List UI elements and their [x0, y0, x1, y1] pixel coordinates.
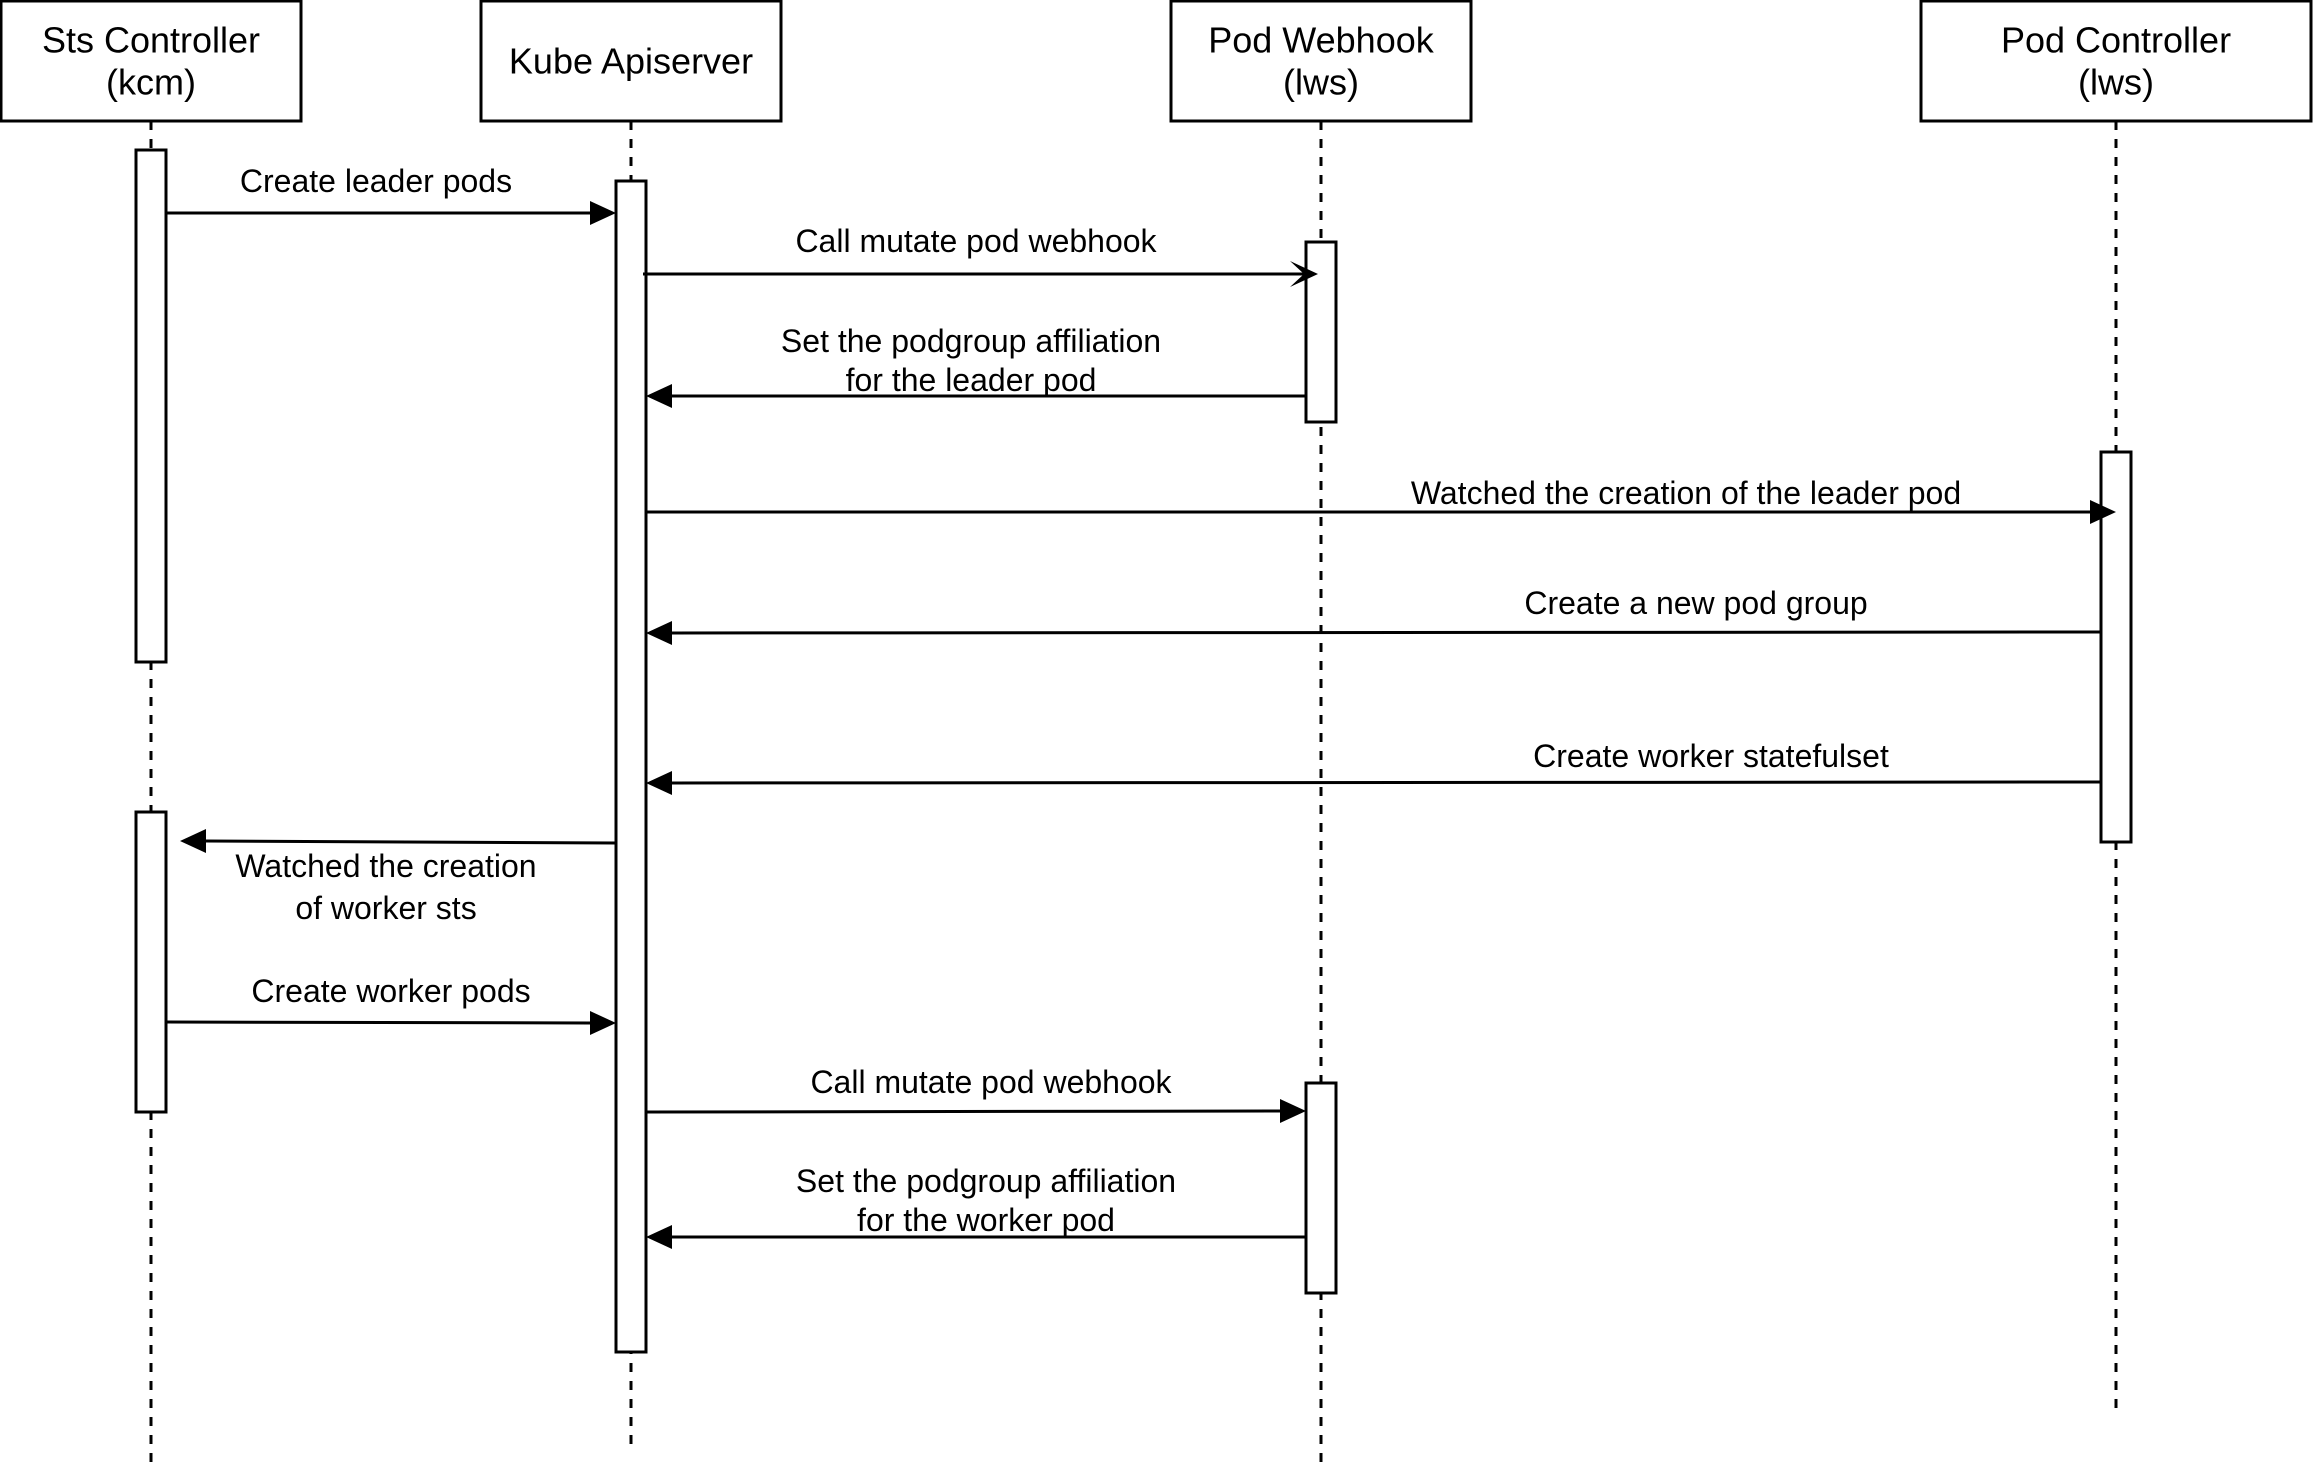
- arrow-head: [646, 771, 672, 795]
- message-label: Set the podgroup affiliation: [781, 323, 1161, 359]
- participant-label: Kube Apiserver: [509, 41, 753, 82]
- message-line: [165, 1020, 591, 1025]
- participant-box: [1919, 0, 2313, 123]
- participant-podctrl: Pod Controller(lws): [1919, 0, 2313, 123]
- message-label: Call mutate pod webhook: [795, 223, 1157, 259]
- arrow-head: [646, 1225, 672, 1249]
- arrow-head: [180, 829, 206, 853]
- message-label: Call mutate pod webhook: [810, 1064, 1172, 1100]
- activation-bar-podctrl: [2099, 450, 2133, 844]
- message-label: Set the podgroup affiliation: [796, 1163, 1176, 1199]
- participant-box: [1169, 0, 1473, 123]
- arrow-head: [1290, 261, 1318, 287]
- activation-bar-webhook: [1304, 1081, 1338, 1295]
- message-line: [671, 780, 2102, 785]
- message-label: Watched the creation: [235, 848, 536, 884]
- participant-label: (lws): [1283, 62, 1359, 103]
- message-label: of worker sts: [295, 890, 476, 926]
- message-8: Create worker pods: [165, 973, 616, 1035]
- participant-api: Kube Apiserver: [479, 0, 783, 123]
- participant-sts: Sts Controller(kcm): [0, 0, 303, 123]
- arrow-head: [1280, 1099, 1306, 1123]
- message-label: Create worker statefulset: [1533, 738, 1889, 774]
- message-5: Create a new pod group: [646, 585, 2102, 645]
- participant-box: [0, 0, 303, 123]
- arrow-head: [590, 1011, 616, 1035]
- message-label: for the worker pod: [857, 1202, 1115, 1238]
- message-label: Create leader pods: [240, 163, 512, 199]
- message-line: [671, 630, 2102, 635]
- message-line: [205, 839, 617, 845]
- activation-bar-api: [614, 179, 648, 1354]
- participant-label: Sts Controller: [42, 20, 260, 61]
- participant-webhook: Pod Webhook(lws): [1169, 0, 1473, 123]
- participant-box: [479, 0, 783, 123]
- message-9: Call mutate pod webhook: [645, 1064, 1306, 1123]
- arrow-head: [646, 621, 672, 645]
- participant-label: (kcm): [106, 62, 196, 103]
- message-label: for the leader pod: [846, 362, 1097, 398]
- activation-bar-sts: [134, 810, 168, 1114]
- participant-label: Pod Webhook: [1208, 20, 1434, 61]
- message-line: [645, 1109, 1281, 1114]
- message-2: Call mutate pod webhook: [643, 223, 1318, 287]
- message-label: Watched the creation of the leader pod: [1411, 475, 1961, 511]
- message-6: Create worker statefulset: [646, 738, 2102, 795]
- activation-bars: [134, 148, 2133, 1354]
- message-4: Watched the creation of the leader pod: [646, 475, 2116, 524]
- participants: Sts Controller(kcm) Kube Apiserver Pod Web…: [0, 0, 2313, 123]
- message-1: Create leader pods: [166, 163, 616, 225]
- message-label: Create worker pods: [251, 973, 530, 1009]
- message-7: Watched the creation of worker sts: [180, 829, 617, 926]
- arrow-head: [2090, 500, 2116, 524]
- activation-bar-webhook: [1304, 240, 1338, 424]
- arrow-head: [590, 201, 616, 225]
- participant-label: Pod Controller: [2001, 20, 2231, 61]
- activation-bar-sts: [134, 148, 168, 664]
- arrow-head: [646, 384, 672, 408]
- participant-label: (lws): [2078, 62, 2154, 103]
- message-label: Create a new pod group: [1524, 585, 1867, 621]
